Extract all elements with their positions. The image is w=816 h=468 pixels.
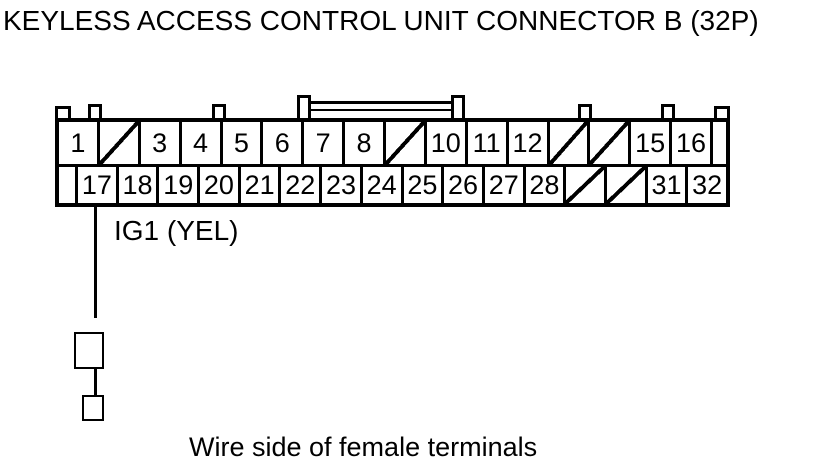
terminal-symbol-small bbox=[82, 395, 104, 421]
pin-cell-24: 24 bbox=[359, 167, 401, 203]
pin-cell-8: 8 bbox=[342, 122, 383, 164]
pin-cell-12: 12 bbox=[505, 122, 547, 164]
connector-blocked-cell bbox=[96, 122, 138, 164]
connector-key-tab-icon bbox=[578, 104, 592, 118]
pin-cell-11: 11 bbox=[464, 122, 506, 164]
pin-cell-3: 3 bbox=[137, 122, 179, 164]
pin-cell-7: 7 bbox=[301, 122, 342, 164]
connector-blocked-cell bbox=[587, 122, 629, 164]
connector-blocked-cell bbox=[546, 122, 588, 164]
terminal-symbol-large bbox=[74, 332, 104, 369]
connector-key-tab-icon bbox=[661, 104, 675, 118]
pin-cell-17: 17 bbox=[75, 167, 116, 203]
connector-spacer-cell bbox=[59, 167, 75, 203]
pin-cell-1: 1 bbox=[70, 127, 86, 158]
connector-spacer-cell bbox=[710, 122, 726, 164]
pin-cell-18: 18 bbox=[115, 167, 157, 203]
wire-label: IG1 (YEL) bbox=[114, 215, 239, 246]
pin-cell-19: 19 bbox=[156, 167, 197, 203]
pin-cell-20: 20 bbox=[197, 167, 238, 203]
page-title: KEYLESS ACCESS CONTROL UNIT CONNECTOR B … bbox=[3, 5, 759, 36]
pin-cell-5: 5 bbox=[219, 122, 261, 164]
connector-lock-post-right bbox=[451, 95, 465, 118]
pin-cell-21: 21 bbox=[237, 167, 279, 203]
pin-cell-26: 26 bbox=[441, 167, 482, 203]
pin-cell-15: 15 bbox=[628, 122, 669, 164]
connector-blocked-cell bbox=[563, 167, 604, 203]
wire-line-lower bbox=[94, 368, 97, 396]
pin-cell-25: 25 bbox=[400, 167, 442, 203]
connector-key-tab-icon bbox=[212, 104, 226, 118]
pin-cell-23: 23 bbox=[319, 167, 360, 203]
connector-blocked-cell bbox=[383, 122, 424, 164]
connector-corner-notch-right bbox=[714, 106, 730, 118]
connector-key-tab-icon bbox=[88, 104, 102, 118]
wire-line-upper bbox=[94, 206, 97, 318]
connector-lock-post-left bbox=[297, 95, 311, 118]
connector-blocked-cell bbox=[603, 167, 645, 203]
pin-cell-10: 10 bbox=[423, 122, 465, 164]
pin-cell-4: 4 bbox=[178, 122, 220, 164]
pin-cell-6: 6 bbox=[260, 122, 301, 164]
pin-cell-16: 16 bbox=[669, 122, 710, 164]
connector-lock-bridge bbox=[304, 101, 458, 111]
wire-side-caption: Wire side of female terminals bbox=[189, 432, 538, 462]
pin-cell-28: 28 bbox=[522, 167, 564, 203]
pin-cell-32: 32 bbox=[685, 167, 726, 203]
pin-cell-22: 22 bbox=[278, 167, 319, 203]
pin-cell-31: 31 bbox=[644, 167, 686, 203]
pin-cell-27: 27 bbox=[481, 167, 523, 203]
connector-corner-notch-left bbox=[55, 106, 71, 118]
